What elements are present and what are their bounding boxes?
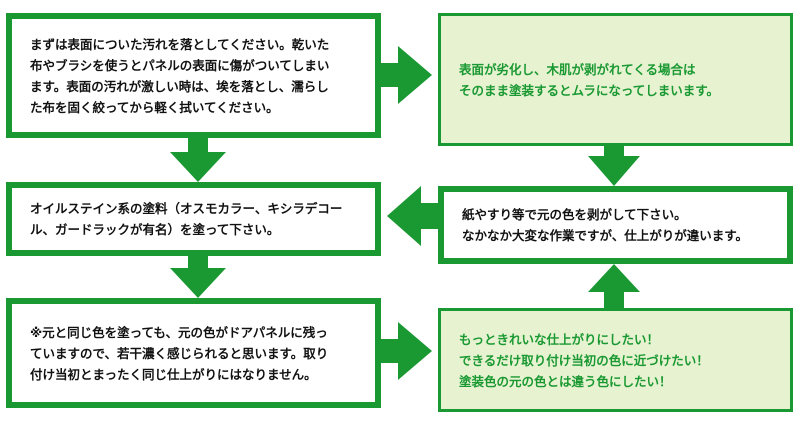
box1-line: まずは表面についた汚れを落としてください。乾いた — [30, 36, 330, 52]
box-clean-surface: まずは表面についた汚れを落としてください。乾いた 布やブラシを使うとパネルの表面… — [6, 13, 381, 138]
box3-line: ル、ガードラックが有名）を塗って下さい。 — [30, 222, 280, 237]
arrow-box2-to-box4 — [588, 146, 640, 186]
box6-line: できるだけ取り付け当初の色に近づけたい！ — [459, 352, 709, 368]
arrow-box5-to-box6 — [381, 322, 432, 380]
box2-line: そのまま塗装するとムラになってしまいます。 — [459, 82, 720, 98]
box3-line: オイルステイン系の塗料（オスモカラー、キシラデコー — [30, 201, 343, 216]
box-surface-degraded: 表面が劣化し、木肌が剥がれてくる場合は そのまま塗装するとムラになってしまいます… — [438, 13, 793, 146]
box4-line: 紙やすり等で元の色を剥がして下さい。 — [462, 207, 687, 222]
box1-line: ます。表面の汚れが激しい時は、埃を落とし、濡らし — [30, 78, 329, 94]
arrow-box6-to-box4 — [588, 264, 640, 308]
arrow-box3-to-box5 — [170, 256, 226, 298]
box-desired-finish: もっときれいな仕上がりにしたい！ できるだけ取り付け当初の色に近づけたい！ 塗装… — [438, 308, 793, 412]
box4-line: なかなか大変な作業ですが、仕上がりが違います。 — [462, 228, 749, 243]
arrow-box1-to-box2 — [381, 46, 432, 104]
box5-line: ※元と同じ色を塗っても、元の色がドアパネルに残っ — [30, 324, 328, 340]
box5-line: 付け当初とまったく同じ仕上がりにはなりません。 — [30, 366, 317, 382]
arrow-box1-to-box3 — [170, 138, 226, 182]
box6-line: もっときれいな仕上がりにしたい！ — [459, 331, 660, 347]
arrow-box4-to-box3 — [387, 186, 438, 246]
box1-line: 布やブラシを使うとパネルの表面に傷がついてしまい — [30, 57, 330, 73]
box6-line: 塗装色の元の色とは違う色にしたい！ — [459, 373, 672, 389]
box-sand-off-color: 紙やすり等で元の色を剥がして下さい。 なかなか大変な作業ですが、仕上がりが違いま… — [438, 186, 793, 264]
box5-line: ていますので、若干濃く感じられると思います。取り — [30, 345, 329, 361]
box1-line: た布を固く絞ってから軽く拭いてください。 — [30, 99, 279, 115]
box-note-color-remains: ※元と同じ色を塗っても、元の色がドアパネルに残っ ていますので、若干濃く感じられ… — [6, 298, 381, 408]
box2-line: 表面が劣化し、木肌が剥がれてくる場合は — [459, 61, 696, 77]
box-apply-oil-stain: オイルステイン系の塗料（オスモカラー、キシラデコー ル、ガードラックが有名）を塗… — [6, 182, 381, 256]
